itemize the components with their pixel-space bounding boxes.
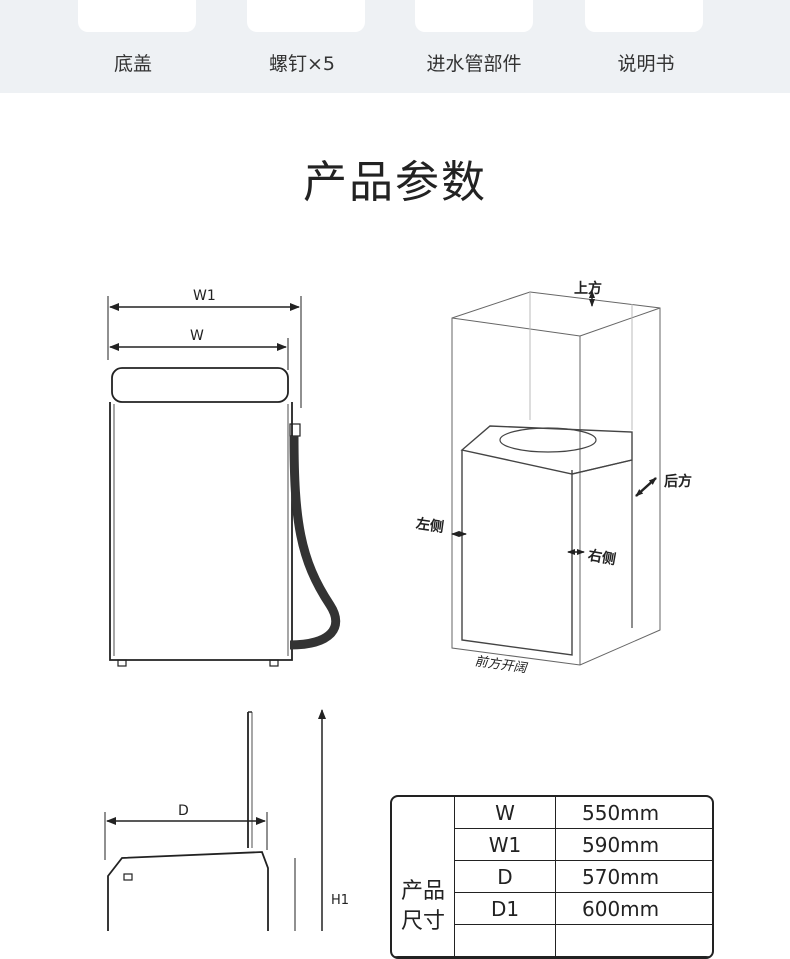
accessory-card-screws xyxy=(247,0,365,32)
dimension-diagrams xyxy=(104,290,661,931)
spec-key: W xyxy=(454,797,556,829)
control-panel xyxy=(111,367,289,403)
spec-value: 570mm xyxy=(555,860,712,893)
back-clearance-arrow xyxy=(635,477,657,497)
h1-label: H1 xyxy=(331,893,350,908)
accessory-label-bottom-cover: 底盖 xyxy=(113,53,152,75)
spec-key xyxy=(454,924,556,957)
side-view-drawing xyxy=(104,709,326,931)
spec-key: D xyxy=(454,860,556,893)
spec-value: 600mm xyxy=(555,892,712,925)
cabinet-side xyxy=(107,851,269,931)
accessories-band: 底盖 螺钉×5 进水管部件 说明书 xyxy=(0,0,790,93)
front-view-drawing xyxy=(107,296,341,667)
spec-value: 550mm xyxy=(555,797,712,829)
d-label: D xyxy=(178,803,189,819)
spec-key: D1 xyxy=(454,892,556,925)
left-clearance-label: 左侧 xyxy=(414,516,445,536)
spec-value: 590mm xyxy=(555,828,712,861)
spec-category: 产品尺寸 xyxy=(392,797,455,957)
cabinet-body xyxy=(109,402,293,661)
accessory-label-manual: 说明书 xyxy=(617,53,675,75)
accessory-card-inlet-hose xyxy=(415,0,533,32)
accessory-card-manual xyxy=(585,0,703,32)
accessory-label-screws: 螺钉×5 xyxy=(268,53,335,75)
spec-table: 产品尺寸 W 550mm W1 590mm D 570mm D1 600mm xyxy=(390,795,714,959)
clearance-view-drawing xyxy=(451,290,661,666)
top-clearance-label: 上方 xyxy=(574,281,602,297)
w1-label: W1 xyxy=(193,288,216,304)
spec-value xyxy=(555,924,712,957)
w-label: W xyxy=(190,328,204,344)
section-title: 产品参数 xyxy=(303,157,487,208)
accessory-label-inlet-hose: 进水管部件 xyxy=(426,53,522,75)
drain-hose xyxy=(289,435,341,650)
back-clearance-label: 后方 xyxy=(664,474,692,490)
spec-key: W1 xyxy=(454,828,556,861)
accessory-card-bottom-cover xyxy=(78,0,196,32)
